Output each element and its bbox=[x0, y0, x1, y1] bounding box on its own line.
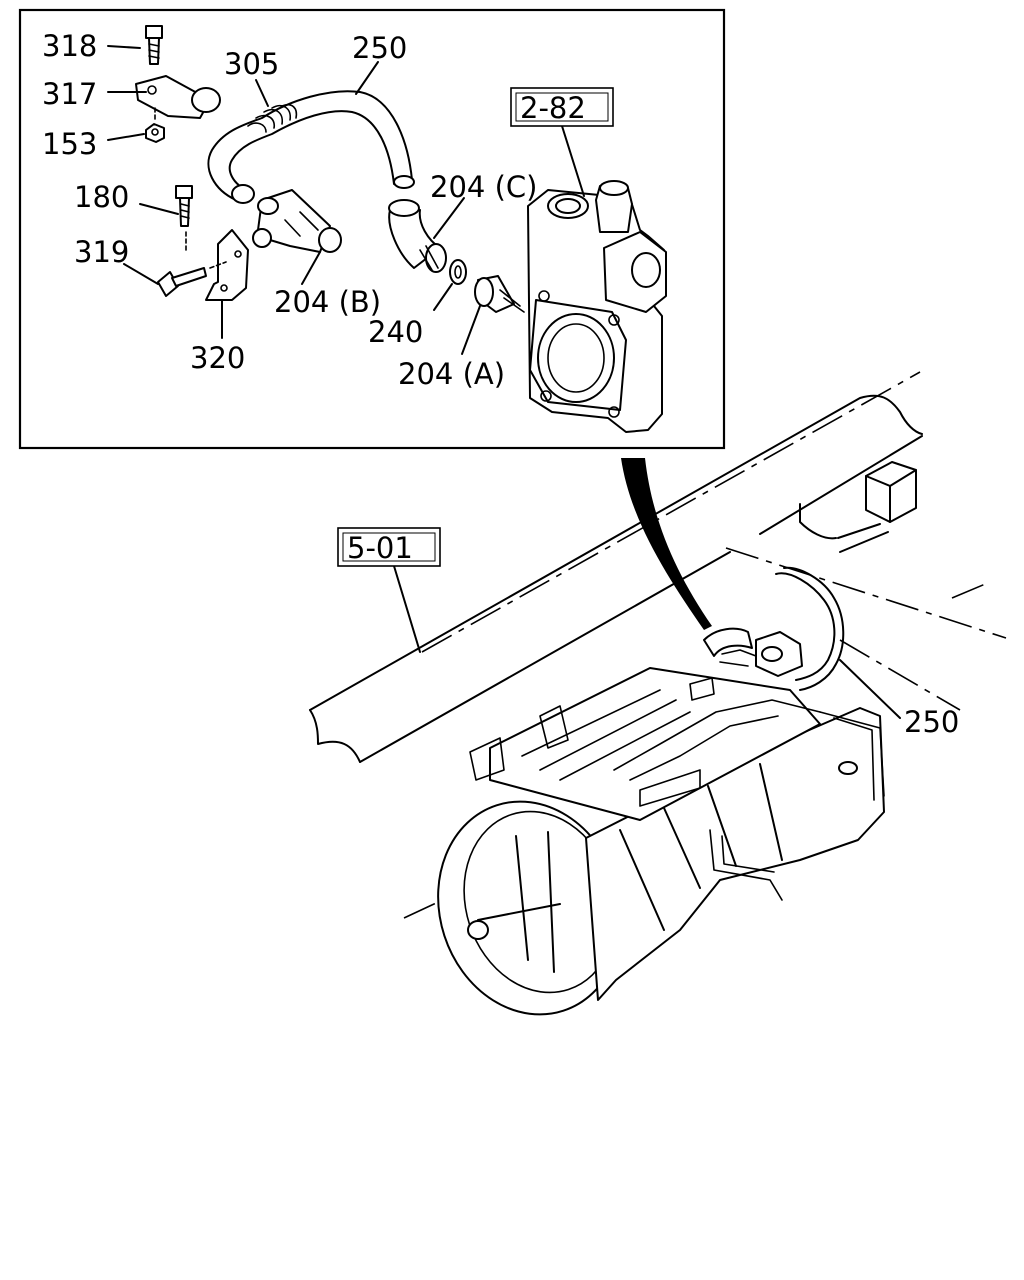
ref-label-2-82: 2-82 bbox=[520, 91, 586, 125]
label-180: 180 bbox=[74, 180, 129, 214]
label-317: 317 bbox=[42, 77, 97, 111]
label-305: 305 bbox=[224, 47, 279, 81]
leader-5-01 bbox=[393, 565, 421, 653]
elbow-fitting bbox=[388, 199, 447, 273]
frame-rail bbox=[309, 371, 1007, 763]
fastener-group bbox=[135, 25, 249, 301]
detail-pointer bbox=[621, 458, 712, 630]
label-319: 319 bbox=[74, 235, 129, 269]
label-204a: 204 (A) bbox=[398, 357, 505, 391]
washer-240 bbox=[449, 259, 467, 285]
lower-rail-line-2 bbox=[839, 639, 961, 711]
ref-box-5-01 bbox=[337, 527, 441, 567]
ref-box-2-82 bbox=[510, 87, 614, 127]
inset-leader-lines bbox=[107, 45, 585, 355]
label-250-inset: 250 bbox=[352, 31, 407, 65]
valve-housing bbox=[527, 180, 667, 433]
label-240: 240 bbox=[368, 315, 423, 349]
ref-label-5-01: 5-01 bbox=[347, 531, 413, 565]
label-204b: 204 (B) bbox=[274, 285, 381, 319]
connector-fitting bbox=[474, 275, 525, 313]
label-250-main: 250 bbox=[904, 705, 959, 739]
hose-assembly bbox=[207, 90, 415, 204]
leader-250-main bbox=[839, 659, 901, 719]
label-320: 320 bbox=[190, 341, 245, 375]
label-153: 153 bbox=[42, 127, 97, 161]
label-318: 318 bbox=[42, 29, 97, 63]
label-204c: 204 (C) bbox=[430, 170, 537, 204]
tee-fitting bbox=[252, 189, 342, 253]
transmission-assembly bbox=[437, 566, 885, 1016]
